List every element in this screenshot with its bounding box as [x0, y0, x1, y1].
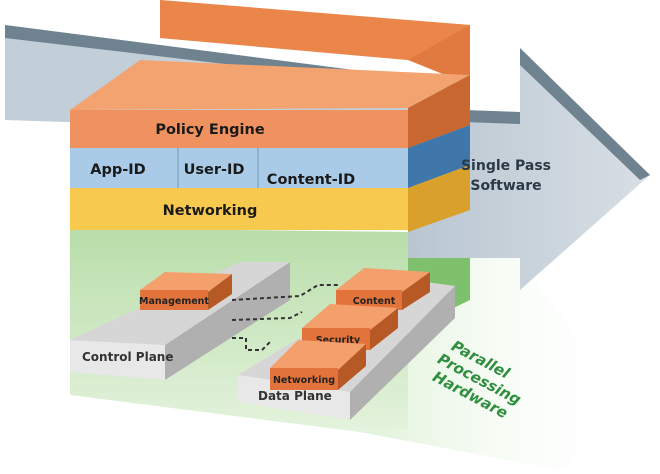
- content-id-label: Content-ID: [267, 172, 355, 188]
- connector-content: [231, 284, 338, 301]
- security-block: [302, 304, 398, 350]
- data-plane-label: Data Plane: [258, 389, 332, 403]
- networking-hw-label: Networking: [273, 375, 335, 386]
- connector-security: [231, 311, 303, 321]
- networking-layer: [70, 188, 408, 230]
- networking-layer-label: Networking: [163, 203, 258, 219]
- content-label: Content: [353, 296, 396, 307]
- software-stack: [70, 0, 470, 232]
- user-id-label: User-ID: [184, 162, 245, 178]
- management-label: Management: [139, 296, 209, 307]
- policy-engine-label: Policy Engine: [155, 122, 265, 138]
- connector-networking: [232, 337, 271, 351]
- identification-layer: [70, 148, 408, 188]
- management-block: [140, 272, 232, 310]
- policy-engine-layer: [70, 110, 408, 148]
- app-id-label: App-ID: [90, 162, 145, 178]
- content-block: [336, 268, 430, 310]
- security-label: Security: [316, 335, 361, 346]
- networking-hw-block: [270, 340, 366, 390]
- control-plane-label: Control Plane: [82, 350, 173, 364]
- arrow-label-line1: Single Pass: [461, 158, 551, 174]
- arrow-label-line2: Software: [470, 178, 541, 194]
